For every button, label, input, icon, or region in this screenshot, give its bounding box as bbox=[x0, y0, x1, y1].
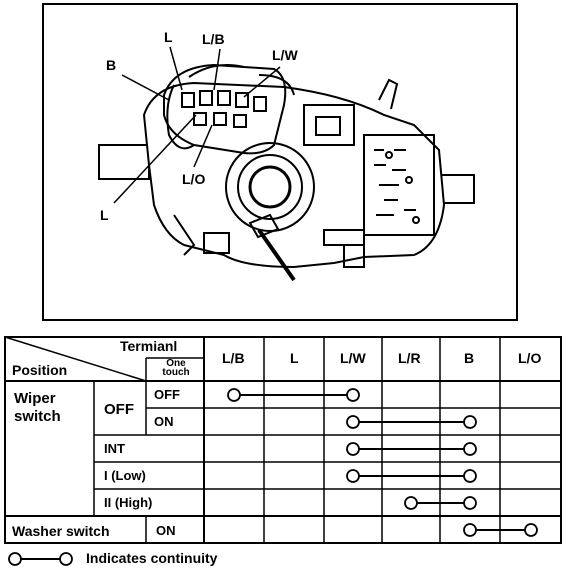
switch-illustration: B L L/B L/W L/O L bbox=[42, 3, 518, 321]
continuity-node bbox=[463, 469, 477, 483]
circuit-board bbox=[363, 134, 435, 236]
header-one-touch-2: touch bbox=[162, 367, 190, 378]
header-one-touch: One touch bbox=[148, 358, 204, 378]
continuity-node bbox=[463, 442, 477, 456]
col-b: B bbox=[464, 350, 475, 366]
col-l-w: L/W bbox=[340, 350, 366, 366]
shaft-left bbox=[98, 144, 150, 180]
continuity-node bbox=[404, 496, 418, 510]
continuity-symbol bbox=[8, 552, 73, 566]
high-label: II (High) bbox=[104, 495, 153, 510]
header-position: Position bbox=[12, 362, 68, 378]
table-grid bbox=[4, 336, 562, 544]
col-l-r: L/R bbox=[398, 350, 421, 366]
callout-l-w: L/W bbox=[272, 47, 298, 63]
continuity-node bbox=[463, 415, 477, 429]
continuity-table: Termianl One touch Position L/B L L/W L/… bbox=[4, 336, 562, 544]
washer-switch-label: Washer switch bbox=[12, 523, 110, 539]
callout-l-o: L/O bbox=[182, 171, 206, 187]
wiper-switch-label-1: Wiper bbox=[14, 390, 56, 407]
switch-body bbox=[142, 81, 446, 269]
continuity-link bbox=[227, 388, 360, 402]
continuity-layer bbox=[227, 388, 538, 537]
continuity-node bbox=[346, 388, 360, 402]
callout-l-top: L bbox=[164, 29, 173, 45]
one-touch-off: OFF bbox=[154, 387, 180, 402]
continuity-link bbox=[346, 442, 477, 456]
continuity-node bbox=[346, 469, 360, 483]
continuity-link bbox=[346, 415, 477, 429]
callout-l-bottom: L bbox=[100, 207, 109, 223]
switch-drawing bbox=[98, 46, 475, 282]
continuity-node bbox=[346, 415, 360, 429]
continuity-node bbox=[524, 523, 538, 537]
header-terminal: Termianl bbox=[120, 338, 178, 354]
connector-housing bbox=[163, 63, 287, 155]
one-touch-on: ON bbox=[154, 414, 174, 429]
off-label: OFF bbox=[104, 401, 134, 418]
continuity-node bbox=[346, 442, 360, 456]
right-connector bbox=[303, 104, 355, 146]
low-label: I (Low) bbox=[104, 468, 146, 483]
wiper-switch-label-2: switch bbox=[14, 408, 61, 425]
header-one-touch-1: One bbox=[166, 358, 186, 369]
washer-on-label: ON bbox=[156, 523, 176, 538]
int-label: INT bbox=[104, 441, 125, 456]
wire-2 bbox=[188, 64, 245, 78]
col-l-b: L/B bbox=[222, 350, 245, 366]
continuity-link bbox=[346, 469, 477, 483]
wire-1 bbox=[166, 84, 195, 150]
continuity-node bbox=[463, 523, 477, 537]
wire-3 bbox=[258, 74, 295, 96]
continuity-node bbox=[463, 496, 477, 510]
legend-text: Indicates continuity bbox=[86, 550, 218, 566]
col-l: L bbox=[290, 350, 299, 366]
continuity-node bbox=[227, 388, 241, 402]
callout-l-b: L/B bbox=[202, 31, 225, 47]
col-l-o: L/O bbox=[518, 350, 542, 366]
rotary-ring bbox=[225, 142, 315, 232]
continuity-link bbox=[463, 523, 538, 537]
callout-b: B bbox=[106, 57, 117, 73]
continuity-link bbox=[404, 496, 477, 510]
